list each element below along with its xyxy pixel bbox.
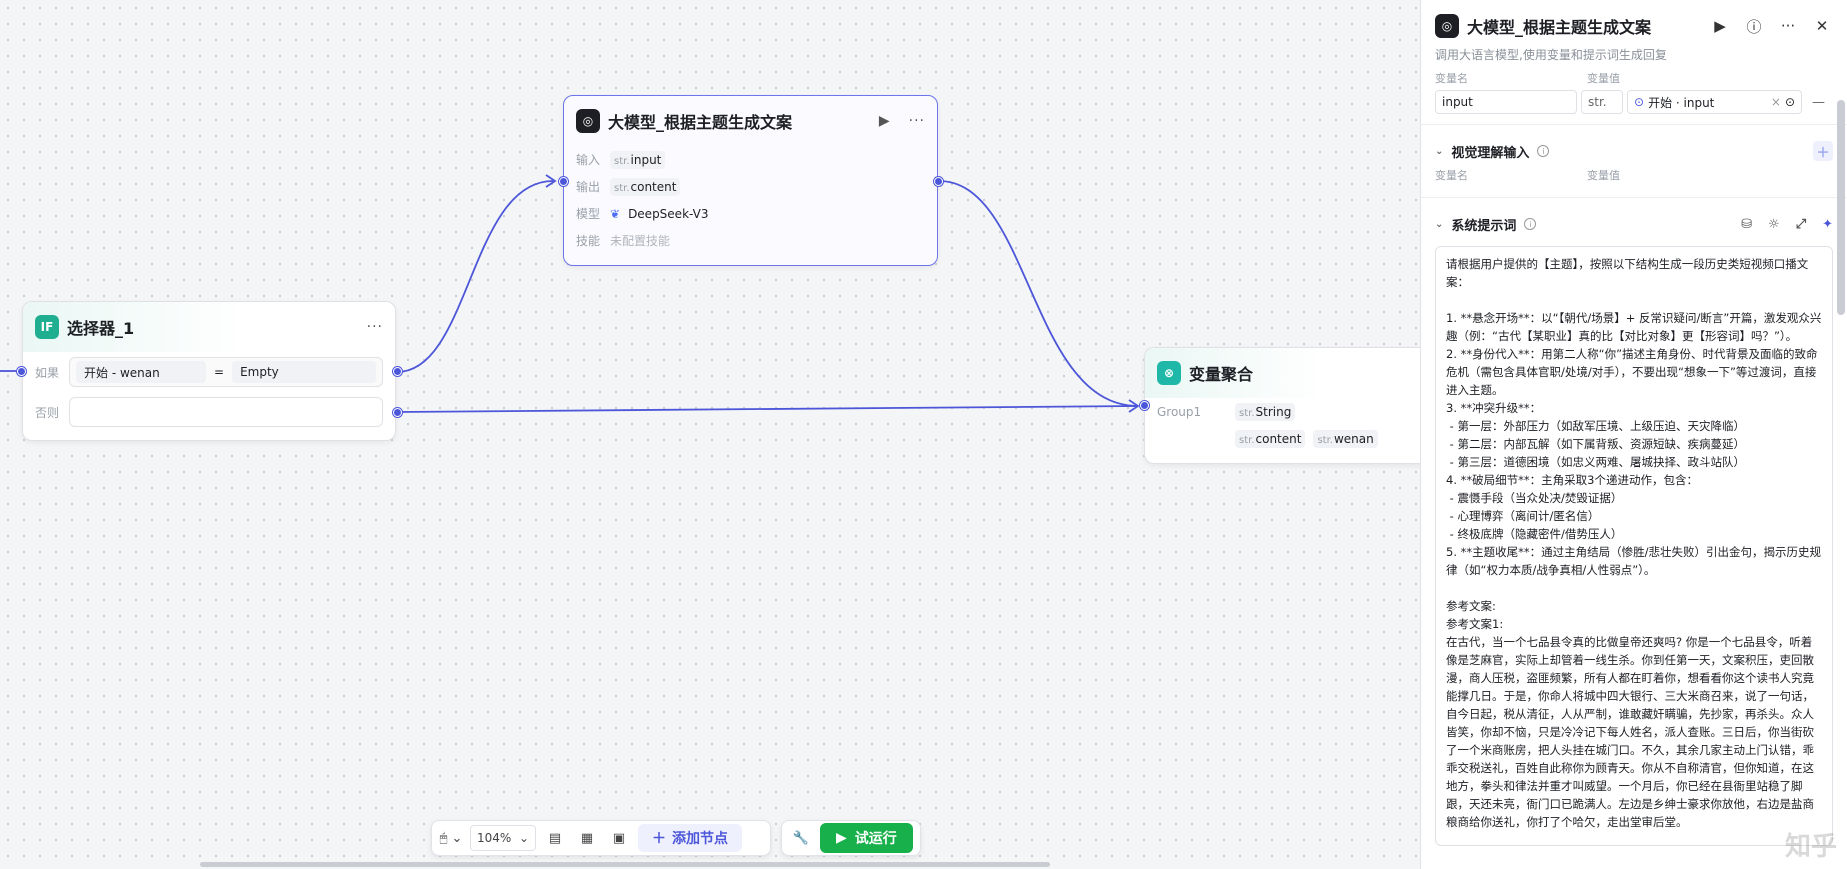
- run-toolbar: 🔧 ▶试运行: [781, 820, 921, 856]
- play-icon[interactable]: ▶: [878, 113, 891, 129]
- llm-node[interactable]: ◎ 大模型_根据主题生成文案 ▶ ··· 输入 str.input 输出 str…: [563, 95, 938, 266]
- play-icon[interactable]: ▶: [1714, 17, 1726, 35]
- aggregator-node-title: 变量聚合: [1189, 365, 1254, 384]
- if-out-port[interactable]: [393, 367, 402, 376]
- llm-icon: ◎: [576, 109, 600, 133]
- canvas-toolbar: 🖱 ⌄ 104%⌄ ▤ ▦ ▣ ＋添加节点: [431, 820, 771, 856]
- more-icon[interactable]: ···: [908, 113, 925, 129]
- else-out-port[interactable]: [393, 408, 402, 417]
- input-value-ref[interactable]: ⊙ 开始 · input × ⊙: [1627, 90, 1802, 114]
- llm-row-model: 模型 ❦ DeepSeek-V3: [576, 206, 709, 222]
- variable-icon: ⊙: [1634, 95, 1645, 109]
- condition-right[interactable]: Empty: [232, 361, 376, 383]
- llm-row-skill: 技能 未配置技能: [576, 234, 671, 248]
- more-icon[interactable]: ···: [1780, 17, 1796, 35]
- panel-title: 大模型_根据主题生成文案: [1467, 18, 1652, 37]
- system-prompt-section: ⌄ 系统提示词 i ⛁ ☼ ⤢ ✦: [1435, 216, 1833, 234]
- sparkle-icon[interactable]: ✦: [1822, 216, 1833, 232]
- play-icon: ▶: [836, 830, 847, 846]
- test-run-button[interactable]: ▶试运行: [820, 823, 913, 853]
- else-row: 否则: [23, 392, 395, 432]
- selector-node[interactable]: IF 选择器_1 ··· 如果 开始 - wenan = Empty 否则: [22, 301, 396, 441]
- remove-icon[interactable]: —: [1812, 94, 1825, 110]
- condition-box[interactable]: 开始 - wenan = Empty: [69, 357, 383, 387]
- llm-out-port[interactable]: [934, 177, 943, 186]
- llm-row-input: 输入 str.input: [564, 146, 937, 173]
- system-prompt-editor[interactable]: 请根据用户提供的【主题】，按照以下结构生成一段历史类短视频口播文案： 1. **…: [1435, 246, 1833, 846]
- expand-icon[interactable]: ⤢: [1795, 216, 1807, 232]
- selector-node-header: IF 选择器_1 ···: [23, 302, 395, 352]
- target-icon[interactable]: ⊙: [1784, 95, 1795, 109]
- if-row: 如果 开始 - wenan = Empty: [23, 352, 395, 392]
- help-icon[interactable]: ⓘ: [1746, 17, 1762, 36]
- bulb-icon[interactable]: ☼: [1768, 216, 1780, 232]
- close-icon[interactable]: ✕: [1815, 17, 1829, 35]
- llm-in-port[interactable]: [559, 177, 568, 186]
- aggregate-icon: ⊗: [1157, 361, 1181, 385]
- panel-scrollbar[interactable]: [1837, 100, 1845, 315]
- llm-node-header: ◎ 大模型_根据主题生成文案 ▶ ···: [564, 96, 937, 146]
- mouse-icon[interactable]: 🖱 ⌄: [439, 830, 463, 846]
- llm-icon: ◎: [1435, 14, 1459, 38]
- group-row: Group1 str.String: [1145, 398, 1444, 425]
- if-icon: IF: [35, 315, 59, 339]
- group-vars-row: str.content str.wenan: [1145, 425, 1444, 452]
- horizontal-scrollbar[interactable]: [200, 862, 1050, 867]
- watermark: 知乎: [1784, 832, 1837, 862]
- condition-operator[interactable]: =: [214, 365, 225, 379]
- input-type-select[interactable]: str.: [1581, 90, 1623, 114]
- deepseek-icon: ❦: [610, 206, 621, 221]
- input-name-field[interactable]: input: [1435, 90, 1577, 114]
- condition-left[interactable]: 开始 - wenan: [76, 361, 206, 383]
- info-icon: i: [1524, 218, 1537, 230]
- clear-icon[interactable]: ×: [1770, 95, 1781, 109]
- edge-else-to-agg: [396, 405, 1139, 413]
- edge-if-to-llm: [396, 180, 554, 373]
- aggregator-node[interactable]: ⊗ 变量聚合 Group1 str.String str.content str…: [1144, 347, 1444, 464]
- node-config-panel: ◎ 大模型_根据主题生成文案 ▶ ⓘ ··· ✕ 调用大语言模型,使用变量和提示…: [1420, 0, 1847, 869]
- panel-description: 调用大语言模型,使用变量和提示词生成回复: [1435, 48, 1667, 62]
- edge-llm-to-agg: [938, 180, 1139, 407]
- panel-header: ◎ 大模型_根据主题生成文案 ▶ ⓘ ··· ✕ 调用大语言模型,使用变量和提示…: [1421, 0, 1847, 68]
- add-icon[interactable]: ＋: [1813, 141, 1833, 161]
- llm-row-output: 输出 str.content: [564, 173, 937, 200]
- zoom-select[interactable]: 104%⌄: [470, 825, 536, 851]
- comment-icon[interactable]: ▤: [548, 830, 562, 846]
- vision-section: ⌄ 视觉理解输入 i ＋ 变量名 变量值: [1421, 135, 1847, 183]
- layout-icon[interactable]: ▦: [580, 830, 594, 846]
- wrench-icon[interactable]: 🔧: [792, 830, 810, 846]
- library-icon[interactable]: ⛁: [1741, 216, 1753, 232]
- aggregator-in-port[interactable]: [1140, 401, 1149, 410]
- chevron-down-icon[interactable]: ⌄: [1435, 218, 1444, 230]
- workflow-canvas[interactable]: ◎ 大模型_根据主题生成文案 ▶ ··· 输入 str.input 输出 str…: [0, 0, 1444, 869]
- info-icon: i: [1537, 145, 1550, 157]
- more-icon[interactable]: ···: [366, 319, 383, 335]
- minimap-icon[interactable]: ▣: [612, 830, 626, 846]
- else-box: [69, 397, 383, 427]
- chevron-down-icon[interactable]: ⌄: [1435, 145, 1444, 157]
- input-section: 变量名 变量值 input str. ⊙ 开始 · input × ⊙ —: [1421, 70, 1847, 114]
- aggregator-node-header: ⊗ 变量聚合: [1145, 348, 1444, 398]
- plus-icon: ＋: [652, 831, 666, 847]
- chevron-down-icon: ⌄: [518, 831, 529, 845]
- selector-node-title: 选择器_1: [67, 319, 135, 338]
- selector-in-port[interactable]: [17, 367, 26, 376]
- llm-node-title: 大模型_根据主题生成文案: [608, 113, 793, 132]
- add-node-button[interactable]: ＋添加节点: [638, 824, 742, 852]
